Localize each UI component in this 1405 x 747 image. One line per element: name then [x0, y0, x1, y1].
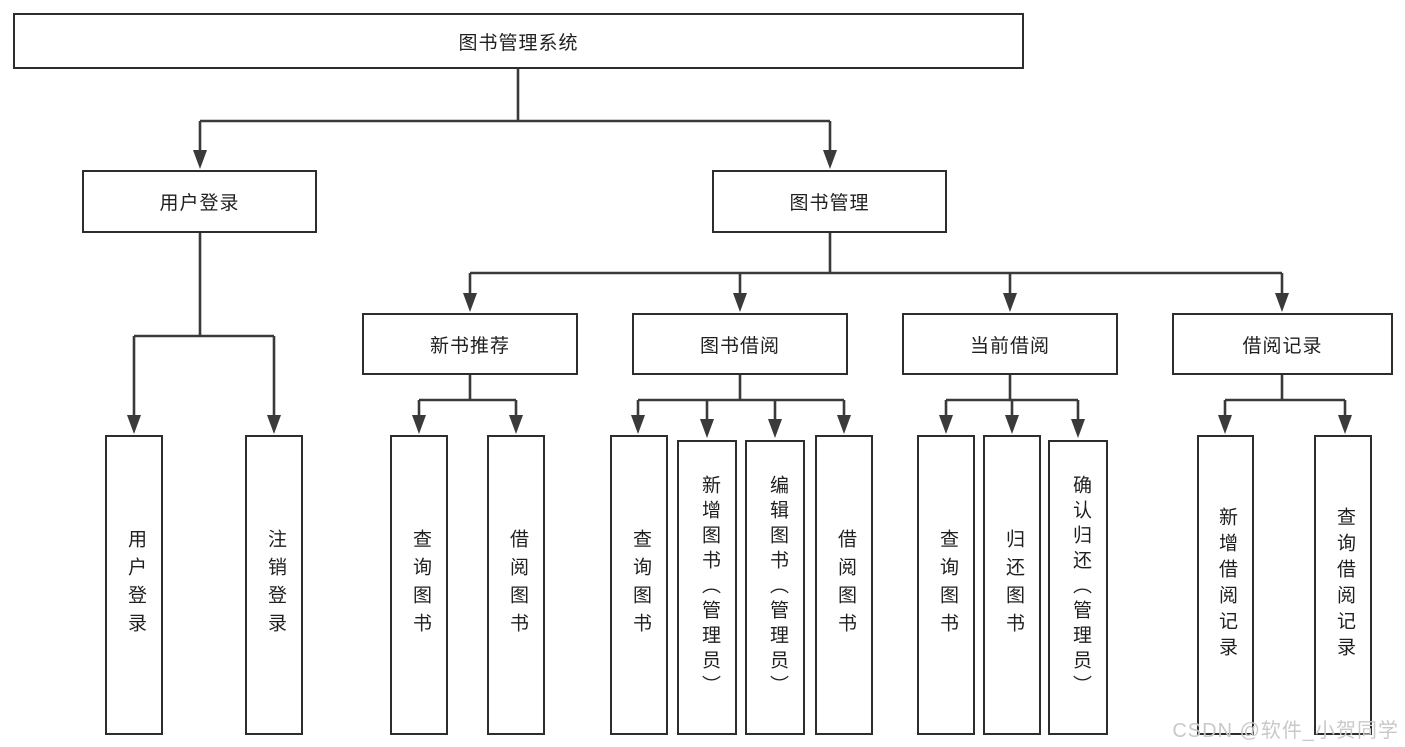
node-borrow-records: 借阅记录	[1172, 313, 1393, 375]
node-newbook-leaf-query-books: 查询图书	[390, 435, 448, 735]
node-root: 图书管理系统	[13, 13, 1024, 69]
node-book-management: 图书管理	[712, 170, 947, 233]
node-newbook-leaf-borrow-books: 借阅图书	[487, 435, 545, 735]
node-user-login: 用户登录	[82, 170, 317, 233]
csdn-watermark: CSDN @软件_小贺同学	[1172, 720, 1399, 742]
node-book-borrow: 图书借阅	[632, 313, 848, 375]
arrowhead-icons	[127, 150, 1352, 438]
node-borrow-leaf-borrow-books: 借阅图书	[815, 435, 873, 735]
node-user-login-leaf-logout: 注销登录	[245, 435, 303, 735]
node-user-login-leaf-login: 用户登录	[105, 435, 163, 735]
node-borrow-leaf-query-books: 查询图书	[610, 435, 668, 735]
node-current-leaf-query-books: 查询图书	[917, 435, 975, 735]
node-records-leaf-query-record: 查询借阅记录	[1314, 435, 1372, 735]
node-borrow-leaf-edit-books-admin: 编辑图书（管理员）	[745, 440, 805, 735]
node-current-leaf-return-books: 归还图书	[983, 435, 1041, 735]
node-new-book-recommend: 新书推荐	[362, 313, 578, 375]
node-current-leaf-confirm-return-admin: 确认归还（管理员）	[1048, 440, 1108, 735]
node-records-leaf-add-record: 新增借阅记录	[1197, 435, 1254, 735]
node-current-borrow: 当前借阅	[902, 313, 1118, 375]
node-borrow-leaf-add-books-admin: 新增图书（管理员）	[677, 440, 737, 735]
